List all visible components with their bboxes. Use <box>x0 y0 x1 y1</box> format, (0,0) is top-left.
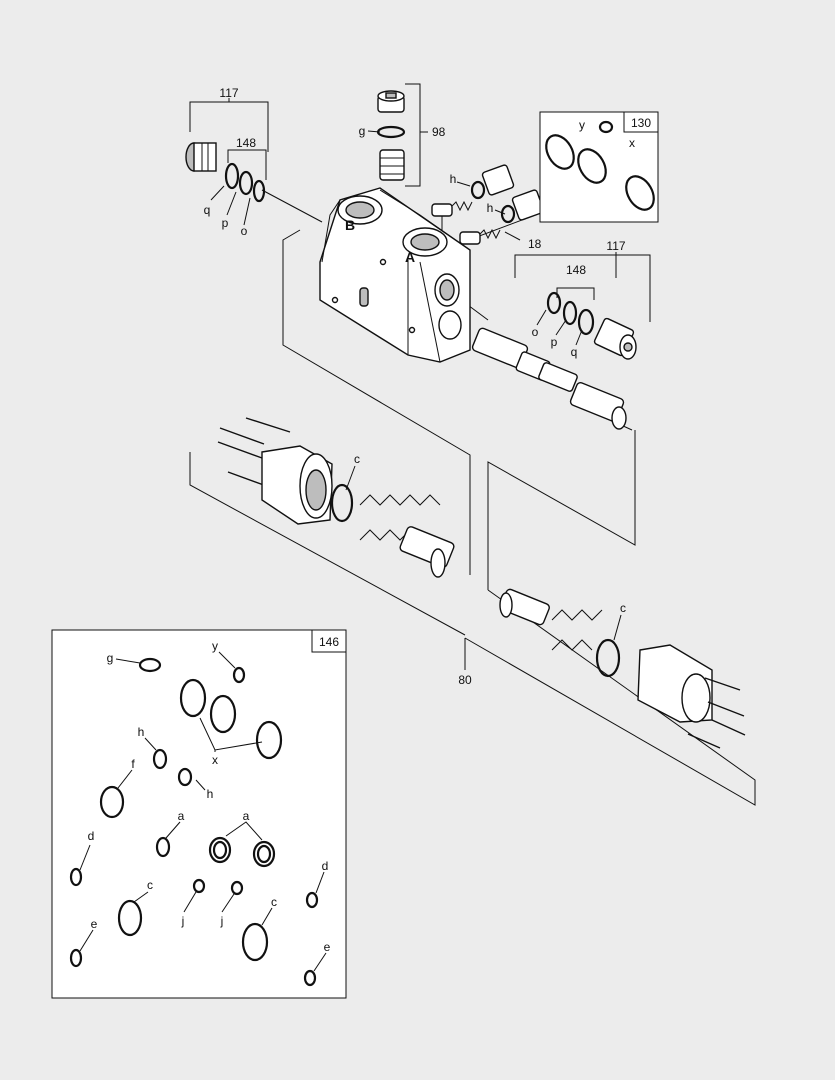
label-130: 130 <box>631 116 651 130</box>
label-80: 80 <box>458 673 472 687</box>
label-146: 146 <box>319 635 339 649</box>
label-j-kit-2: j <box>220 914 224 928</box>
label-h-kit-2: h <box>207 787 214 801</box>
label-g-top: g <box>359 124 366 138</box>
label-y-kit: y <box>212 639 218 653</box>
label-e-kit-2: e <box>324 940 331 954</box>
port-label-b: B <box>345 217 355 233</box>
check-valves-18 <box>431 164 545 245</box>
label-f-kit: f <box>131 757 135 771</box>
label-117-right: 117 <box>606 239 625 253</box>
leader-lines <box>189 83 756 806</box>
label-98: 98 <box>432 125 446 139</box>
label-o-left: o <box>241 224 248 238</box>
label-a-kit-2: a <box>243 809 250 823</box>
label-g-kit: g <box>107 651 114 665</box>
spring-cap-right <box>499 588 746 749</box>
label-148-left: 148 <box>236 136 256 150</box>
label-e-kit-1: e <box>91 917 98 931</box>
label-c-kit-2: c <box>271 895 277 909</box>
label-h-upper: h <box>450 172 457 186</box>
kit-130 <box>539 111 659 223</box>
label-h-kit-1: h <box>138 725 145 739</box>
label-x-kit: x <box>212 753 218 767</box>
label-c-left: c <box>354 452 360 466</box>
label-x-130: x <box>629 136 635 150</box>
label-p-right: p <box>551 335 558 349</box>
valve-body <box>319 187 471 363</box>
labels: 117 148 q p o g 98 y 130 x h h 18 117 14… <box>88 86 652 954</box>
label-q-left: q <box>204 203 211 217</box>
label-d-kit-2: d <box>322 859 329 873</box>
label-h-lower: h <box>487 201 494 215</box>
label-q-right: q <box>571 345 578 359</box>
seal-kit-146 <box>51 629 347 999</box>
spool <box>471 327 627 430</box>
label-c-kit-1: c <box>147 878 153 892</box>
label-o-right: o <box>532 325 539 339</box>
label-y-130: y <box>579 118 585 132</box>
label-18: 18 <box>528 237 542 251</box>
label-d-kit-1: d <box>88 829 95 843</box>
label-117-left: 117 <box>219 86 238 100</box>
plug-117-left <box>185 142 266 203</box>
plug-98 <box>376 90 406 181</box>
label-148-right: 148 <box>566 263 586 277</box>
label-a-kit-1: a <box>178 809 185 823</box>
label-p-left: p <box>222 216 229 230</box>
label-c-right: c <box>620 601 626 615</box>
plug-117-right <box>546 291 637 360</box>
label-j-kit-1: j <box>181 914 185 928</box>
port-label-a: A <box>405 249 415 265</box>
spring-cap-left <box>217 417 455 578</box>
